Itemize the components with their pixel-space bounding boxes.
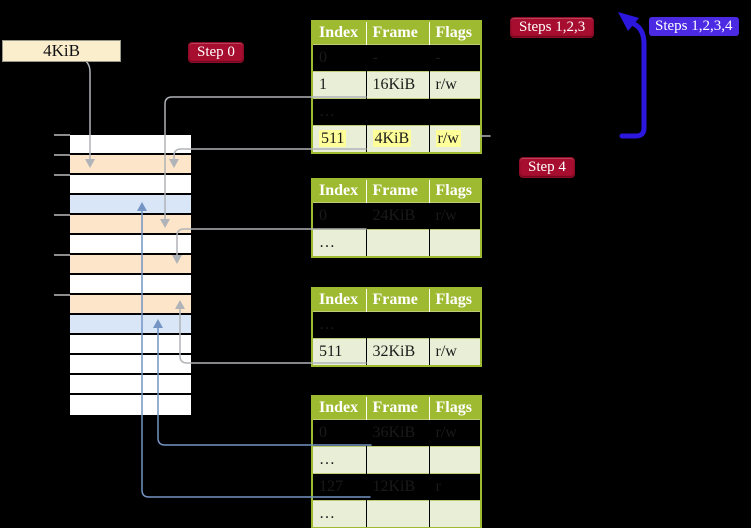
memory-frame-row-white [70,175,191,195]
table-cell: 0 [312,202,367,230]
column-header: Frame [366,288,430,312]
table-row: … [312,446,481,474]
memory-frame-row-white [70,335,191,355]
table-cell: 16KiB [366,71,430,99]
table-cell: 32KiB [366,338,430,366]
table-row: … [312,229,481,257]
column-header: Flags [429,21,481,45]
column-header: Index [312,179,367,203]
memory-frame-row-orange [70,255,191,275]
loop-arrow [619,21,647,139]
physical-memory-strip [70,135,191,415]
steps1234-badge: Steps 1,2,3,4 [649,17,739,36]
table-cell: - [366,44,430,72]
table-cell: … [312,229,367,257]
column-header: Flags [429,396,481,420]
column-header: Frame [366,396,430,420]
memory-frame-row-orange [70,215,191,235]
step0-badge: Step 0 [188,42,244,63]
table-cell: r/w [429,419,481,447]
memory-frame-row-white [70,395,191,415]
table-row: 0-- [312,44,481,72]
table-cell: r [429,473,481,501]
table-row: 511 4KiB r/w [312,125,481,153]
column-header: Index [312,288,367,312]
table-cell: r/w [429,338,481,366]
table-cell [366,500,430,528]
table-cell: 127 [312,473,367,501]
table-cell [366,98,430,126]
memory-frame-row-orange [70,155,191,175]
frame-size-label: 4KiB [2,40,121,62]
highlighted-value: 4KiB [372,130,412,147]
table-cell: 1 [312,71,367,99]
table-cell: r/w [429,125,481,153]
memory-frame-row-white [70,275,191,295]
table-cell: 12KiB [366,473,430,501]
memory-tick [54,134,70,136]
table-cell [366,446,430,474]
table-cell: 511 [312,338,367,366]
table-cell [366,311,430,339]
column-header: Index [312,21,367,45]
memory-frame-row-white [70,375,191,395]
table-cell [429,311,481,339]
table-cell: 0 [312,419,367,447]
memory-tick [54,174,70,176]
column-header: Flags [429,288,481,312]
table-cell: 4KiB [366,125,430,153]
memory-tick [54,294,70,296]
table-cell: r/w [429,202,481,230]
table-cell: r/w [429,71,481,99]
column-header: Flags [429,179,481,203]
step4-badge: Step 4 [519,157,575,178]
table-cell: 24KiB [366,202,430,230]
highlighted-value: 511 [319,130,347,147]
steps123-badge: Steps 1,2,3 [510,17,595,38]
table-cell [429,229,481,257]
table-cell: … [312,446,367,474]
memory-frame-row-white [70,235,191,255]
column-header: Frame [366,179,430,203]
table-cell: 36KiB [366,419,430,447]
loop-arrowhead-icon [618,12,639,31]
table-row: … [312,98,481,126]
table-cell: … [312,311,367,339]
highlighted-value: r/w [435,130,461,147]
table-cell [429,500,481,528]
memory-tick [54,254,70,256]
table-row: … [312,311,481,339]
table-cell [429,446,481,474]
table-cell [366,229,430,257]
memory-tick [54,154,70,156]
memory-frame-row-white [70,355,191,375]
column-header: Frame [366,21,430,45]
memory-frame-row-white [70,135,191,155]
table-row: … [312,500,481,528]
memory-frame-row-blue [70,195,191,215]
table-cell: 511 [312,125,367,153]
table-cell: - [429,44,481,72]
memory-frame-row-orange [70,295,191,315]
table-cell: … [312,98,367,126]
column-header: Index [312,396,367,420]
table-cell: … [312,500,367,528]
table-cell [429,98,481,126]
memory-frame-row-blue [70,315,191,335]
table-cell: 0 [312,44,367,72]
memory-tick [54,214,70,216]
